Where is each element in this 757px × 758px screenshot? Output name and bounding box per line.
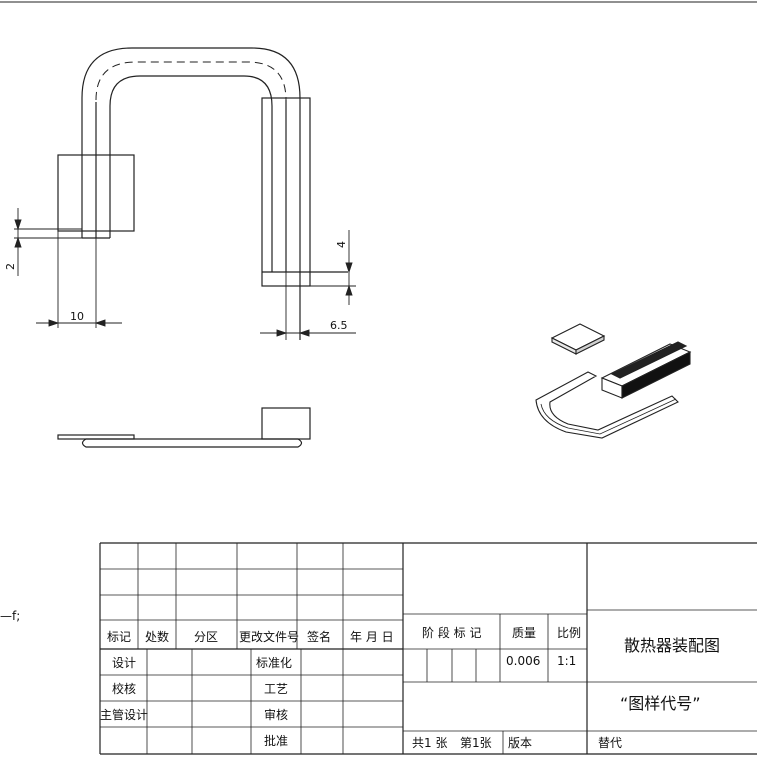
tb-role-approve: 批准 [264, 733, 288, 748]
dimension-2 [14, 208, 82, 276]
tb-label-mark: 标记 [107, 630, 131, 644]
dimension-6-5 [260, 272, 356, 340]
tb-role-chief-design: 主管设计 [100, 707, 148, 722]
right-heat-plate [261, 97, 348, 287]
tb-scale-value: 1:1 [557, 654, 576, 668]
tb-role-review: 审核 [264, 707, 288, 722]
tb-version: 版本 [508, 736, 532, 750]
title-block [99, 542, 757, 755]
tb-label-count: 处数 [145, 629, 169, 644]
dim-label-6-5: 6.5 [330, 319, 348, 332]
isometric-view [535, 323, 692, 439]
heat-pipe-bottom-view [57, 407, 311, 448]
tb-label-stage-mark: 阶 段 标 记 [422, 625, 481, 640]
dimension-4 [300, 230, 356, 305]
dimension-10 [36, 231, 122, 328]
tb-label-scale: 比例 [557, 626, 581, 640]
tb-label-date: 年 月 日 [350, 630, 394, 644]
margin-note: —f; [0, 609, 20, 623]
tb-replace: 替代 [598, 736, 622, 750]
tb-sheets-total: 共1 张 [412, 736, 447, 750]
dim-label-4: 4 [335, 241, 348, 248]
tb-label-zone: 分区 [194, 630, 218, 644]
drawing-code: “图样代号” [620, 694, 701, 713]
tb-label-change-doc: 更改文件号 [239, 629, 299, 644]
tb-role-design: 设计 [112, 656, 136, 670]
heat-pipe-front-view [81, 47, 301, 340]
drawing-title: 散热器装配图 [624, 636, 720, 655]
tb-role-check: 校核 [112, 681, 136, 696]
dim-label-2: 2 [4, 263, 17, 270]
tb-role-process: 工艺 [264, 682, 288, 696]
left-heat-block [57, 154, 135, 232]
tb-role-standardize: 标准化 [256, 656, 292, 670]
tb-weight-value: 0.006 [506, 654, 540, 668]
tb-sheet-no: 第1张 [460, 736, 492, 750]
dim-label-10: 10 [70, 310, 84, 323]
tb-label-weight: 质量 [512, 626, 536, 640]
tb-label-sign: 签名 [307, 629, 331, 644]
